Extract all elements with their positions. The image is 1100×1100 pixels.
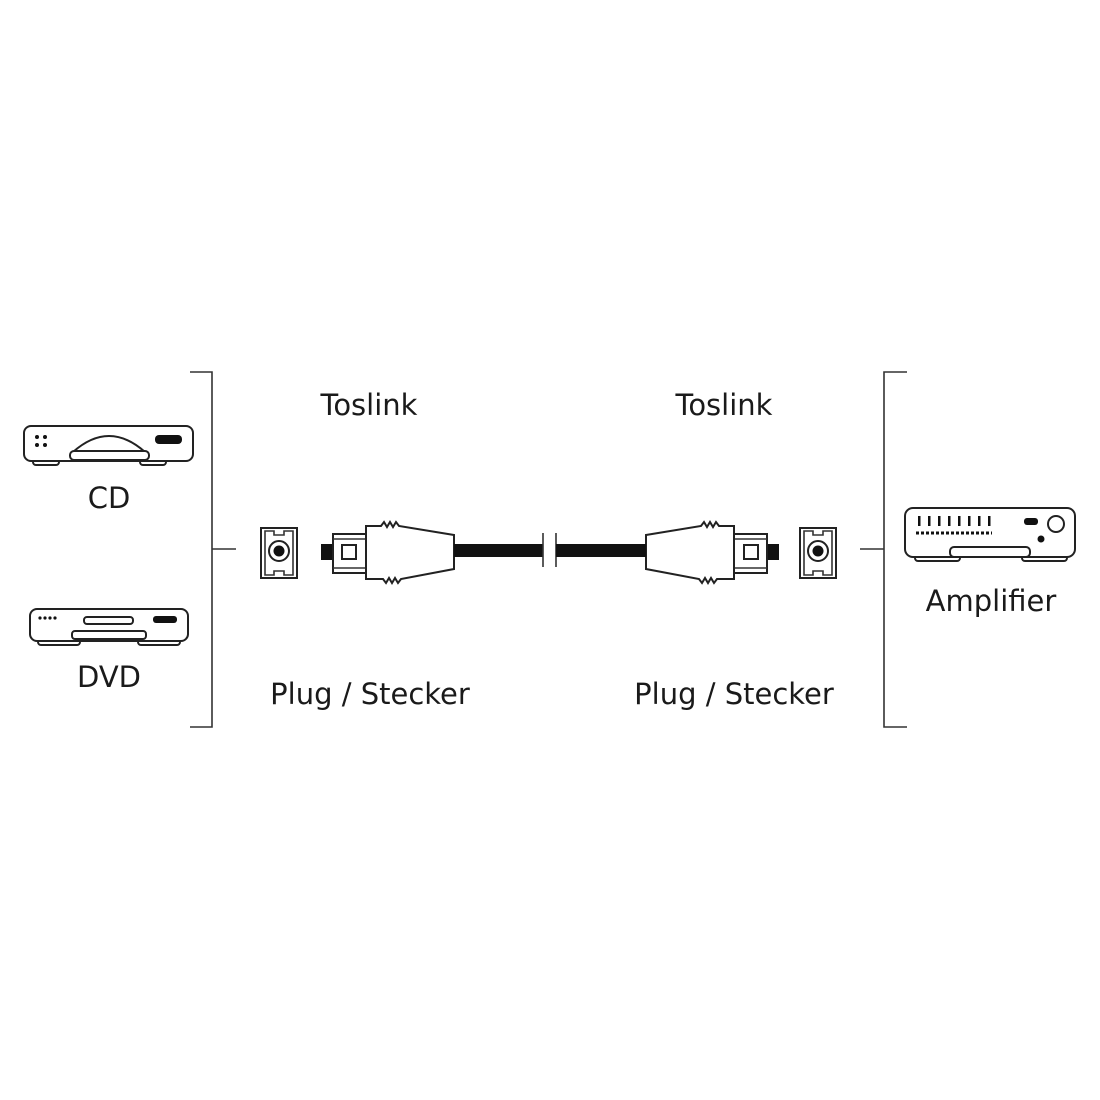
right-plug-icon: [556, 520, 779, 585]
right-plug-label: Plug / Stecker: [634, 677, 834, 711]
left-socket-icon: [260, 527, 298, 579]
left-plug-label: Plug / Stecker: [270, 677, 470, 711]
right-bracket: [860, 371, 907, 728]
amplifier-label: Amplifier: [926, 584, 1057, 618]
left-toslink-label: Toslink: [320, 388, 418, 422]
cable-break-icon: [542, 533, 557, 567]
right-toslink-label: Toslink: [675, 388, 773, 422]
dvd-player-icon: [29, 608, 189, 646]
dvd-label: DVD: [77, 660, 141, 694]
cd-player-icon: [23, 425, 194, 466]
cd-label: CD: [88, 481, 131, 515]
left-plug-icon: [321, 520, 543, 585]
right-socket-icon: [799, 527, 837, 579]
left-bracket: [190, 371, 236, 728]
amplifier-icon: [904, 507, 1076, 562]
